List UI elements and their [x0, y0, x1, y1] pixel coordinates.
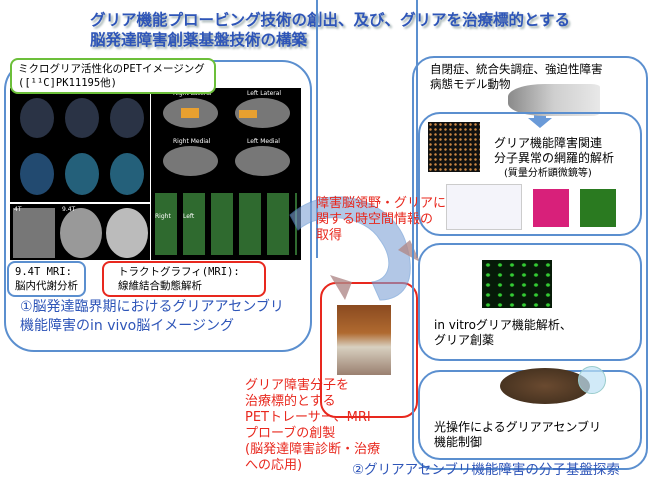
main-title: グリア機能プロービング技術の創出、及び、グリアを治療標的とする 脳発達障害創薬基… — [90, 10, 570, 50]
probe-line-6: への応用) — [245, 458, 303, 473]
arrow-head-left — [330, 275, 352, 300]
mri-label: 9.4T MRI: 脳内代謝分析 — [7, 261, 86, 297]
label-left: Left — [183, 213, 195, 220]
model-line-1: 自閉症、統合失調症、強迫性障害 — [430, 62, 603, 76]
label-right-medial: Right Medial — [173, 138, 211, 145]
pet-scanner-photo — [337, 305, 391, 375]
mri-label-line-2: 脳内代謝分析 — [15, 280, 78, 292]
in-vivo-caption: ①脳発達臨界期におけるグリアアセンブリ 機能障害のin vivo脳イメージング — [20, 298, 284, 336]
optogenetics-text: 光操作によるグリアアセンブリ 機能制御 — [434, 420, 601, 450]
tract-label-line-2: 線維結合動態解析 — [118, 280, 202, 292]
analysis-line-2: 分子異常の網羅的解析 — [494, 151, 615, 165]
model-animal-text: 自閉症、統合失調症、強迫性障害 病態モデル動物 — [430, 62, 603, 92]
magenta-ms-image — [533, 189, 569, 227]
optogenetics-mouse-photo — [500, 368, 590, 404]
info-line-2: 関する時空間情報の — [316, 212, 434, 227]
in-vitro-text: in vitroグリア機能解析、 グリア創薬 — [434, 318, 572, 348]
info-line-3: 取得 — [316, 228, 343, 243]
pet-image — [10, 88, 150, 202]
invitro-line-1: in vitroグリア機能解析、 — [434, 318, 572, 332]
model-mouse-photo — [508, 84, 600, 116]
analysis-box — [418, 112, 642, 236]
title-line-2: 脳発達障害創薬基盤技術の構築 — [90, 31, 308, 49]
pet-label-line-2: ([¹¹C]PK11195他) — [18, 77, 118, 89]
label-left-medial: Left Medial — [247, 138, 280, 145]
opto-line-1: 光操作によるグリアアセンブリ — [434, 420, 602, 434]
probe-line-5: (脳発達障害診断・治療 — [245, 442, 381, 457]
label-4t: 4T — [14, 206, 22, 213]
pet-label: ミクログリア活性化のPETイメージング ([¹¹C]PK11195他) — [10, 58, 216, 94]
arrow-head-right — [398, 240, 420, 262]
tract-label-line-1: トラクトグラフィ(MRI): — [118, 266, 240, 278]
in-vivo-caption-line-2: 機能障害のin vivo脳イメージング — [20, 318, 234, 334]
green-ms-image — [580, 189, 616, 227]
label-94t: 9.4T — [62, 206, 76, 213]
analysis-text: グリア機能障害関連 分子異常の網羅的解析 (質量分析顕微鏡等) — [494, 136, 614, 181]
title-line-1: グリア機能プロービング技術の創出、及び、グリアを治療標的とする — [90, 11, 571, 29]
probe-line-3: PETトレーサー、MRI — [245, 410, 371, 425]
opto-line-2: 機能制御 — [434, 435, 483, 449]
mri-label-line-1: 9.4T MRI: — [15, 266, 72, 278]
in-vitro-box — [418, 243, 642, 361]
cycle-arrow-shape — [289, 196, 411, 301]
mass-spectrum-image — [446, 184, 522, 230]
light-bubble — [578, 366, 606, 394]
molecular-basis-caption: ②グリアアセンブリ機能障害の分子基盤探索 — [352, 462, 620, 478]
invitro-line-2: グリア創薬 — [434, 333, 495, 347]
in-vivo-caption-line-1: ①脳発達臨界期におけるグリアアセンブリ — [20, 299, 284, 315]
label-right: Right — [155, 213, 171, 220]
glia-culture-image — [482, 260, 552, 308]
probe-line-2: 治療標的とする — [245, 394, 336, 409]
probe-text: グリア障害分子を 治療標的とする PETトレーサー、MRI プローブの創製 (脳… — [245, 378, 380, 474]
pet-label-line-1: ミクログリア活性化のPETイメージング — [18, 63, 205, 75]
analysis-line-3: (質量分析顕微鏡等) — [504, 168, 592, 179]
probe-panel — [320, 282, 418, 418]
cortex-tractography-image: Right Lateral Left Lateral Right Medial … — [151, 88, 301, 260]
probe-line-4: プローブの創製 — [245, 426, 336, 441]
probe-line-1: グリア障害分子を — [245, 378, 350, 393]
microarray-image — [428, 122, 480, 172]
analysis-line-1: グリア機能障害関連 — [494, 136, 603, 150]
molecular-basis-panel — [412, 56, 648, 470]
tractography-label: トラクトグラフィ(MRI): 線維結合動態解析 — [102, 261, 266, 297]
mri-image: 4T 9.4T — [10, 204, 150, 260]
center-column — [316, 0, 418, 258]
model-line-2: 病態モデル動物 — [430, 77, 511, 91]
label-left-lateral: Left Lateral — [247, 90, 282, 97]
